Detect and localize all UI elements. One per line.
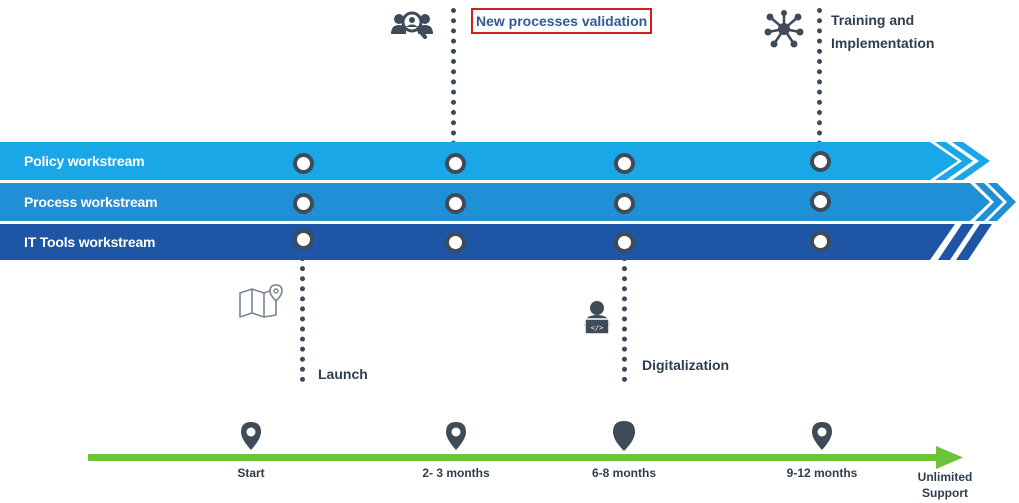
milestone-label-6-8-months: 6-8 months xyxy=(591,466,656,480)
training-label-line2: Implementation xyxy=(831,35,935,51)
workstream-label-it: IT Tools workstream xyxy=(24,234,156,250)
process-chevron-1 xyxy=(975,183,1003,221)
end-label-line2: Support xyxy=(922,486,968,500)
people-search-icon xyxy=(391,11,433,39)
node-process-validation xyxy=(445,193,466,214)
digitalization-label: Digitalization xyxy=(642,357,730,373)
it-slash-2 xyxy=(956,224,992,260)
node-it-digitalization xyxy=(614,232,635,253)
map-pin-icon xyxy=(239,284,283,318)
milestone-label-start: Start xyxy=(237,466,265,480)
timeline-arrow xyxy=(88,446,963,469)
node-policy-digitalization xyxy=(614,153,635,174)
node-policy-validation xyxy=(445,153,466,174)
process-chevron-2 xyxy=(988,183,1016,221)
milestone-pin-2-3-months xyxy=(446,422,466,450)
workstream-label-policy: Policy workstream xyxy=(24,153,145,169)
node-policy-launch xyxy=(293,153,314,174)
process-band xyxy=(0,183,990,221)
node-it-training xyxy=(810,231,831,252)
it-band xyxy=(0,224,955,260)
node-process-training xyxy=(810,191,831,212)
phase-line-launch xyxy=(300,236,305,382)
milestone-label-9-12-months: 9-12 months xyxy=(786,466,858,480)
svg-text:</>: </> xyxy=(591,324,604,332)
it-slash-1 xyxy=(938,224,974,260)
milestone-pin-9-12-months xyxy=(812,422,832,450)
end-label-line1: Unlimited xyxy=(917,470,973,484)
milestone-pin-6-8-months xyxy=(613,421,635,451)
node-process-digitalization xyxy=(614,193,635,214)
phase-line-training xyxy=(817,8,822,156)
policy-chevron-1 xyxy=(935,142,973,180)
network-hub-icon xyxy=(764,10,804,48)
phase-line-validation xyxy=(451,8,456,156)
phase-line-digitalization xyxy=(622,236,627,382)
node-it-validation xyxy=(445,232,466,253)
validation-label: New processes validation xyxy=(471,8,653,34)
node-it-launch xyxy=(293,229,314,250)
launch-label: Launch xyxy=(318,366,368,382)
node-process-launch xyxy=(293,193,314,214)
milestone-pin-start xyxy=(241,422,261,450)
training-label-line1: Training and xyxy=(831,12,915,28)
policy-band xyxy=(0,142,958,180)
workstream-bands xyxy=(0,142,1016,260)
policy-chevron-2 xyxy=(952,142,990,180)
developer-laptop-icon: </> xyxy=(584,301,610,335)
node-policy-training xyxy=(810,151,831,172)
workstream-label-process: Process workstream xyxy=(24,194,158,210)
milestone-label-2-3-months: 2- 3 months xyxy=(422,466,490,480)
